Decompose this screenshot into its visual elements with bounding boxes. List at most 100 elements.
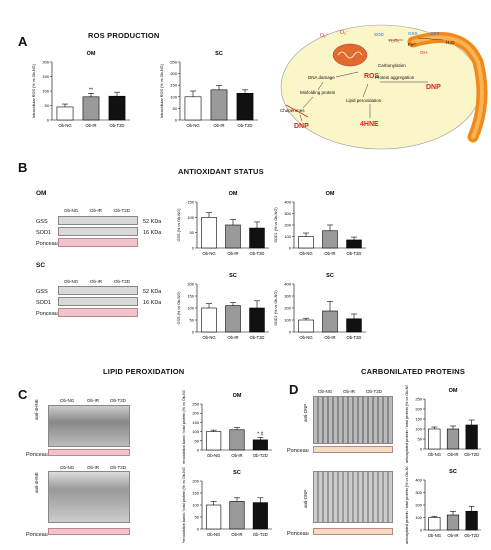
- y-tick-label: 200: [187, 282, 194, 287]
- bar: [346, 239, 362, 249]
- y-tick-label: 200: [415, 407, 422, 412]
- bar: [252, 439, 268, 451]
- x-tick-label: Ob-T2D: [253, 532, 268, 537]
- diagram-sod: SOD: [374, 32, 385, 37]
- blot-b-om-sod1-label: SOD1: [36, 230, 51, 236]
- x-tick-label: Ob-NG: [207, 453, 220, 458]
- blot-d-om-lane1: Ob-NG: [318, 389, 333, 394]
- blot-b-sc-ponceau: [58, 308, 138, 317]
- mitochondrion-icon: [332, 43, 368, 67]
- y-tick-label: 400: [415, 478, 422, 483]
- y-tick-label: 100: [187, 306, 194, 311]
- bar: [428, 517, 441, 531]
- blot-b-sc-lane1: Ob-NG: [64, 279, 79, 284]
- y-tick-label: 50: [195, 438, 200, 443]
- y-tick-label: 300: [415, 490, 422, 495]
- bar: [446, 428, 460, 450]
- y-tick-label: 200: [284, 306, 291, 311]
- diagram-carbonylation: Carbonylation: [378, 63, 406, 68]
- bar: [298, 236, 314, 249]
- blot-b-om-gss-label: GSS: [36, 219, 48, 225]
- y-tick-label: 0: [197, 527, 200, 532]
- chart-title: OM: [233, 393, 242, 399]
- chart-title: OM: [87, 51, 96, 57]
- blot-d-om-ponceau: [313, 446, 393, 453]
- blot-d-sc: [313, 471, 393, 523]
- y-tick-label: 200: [415, 503, 422, 508]
- blot-c-sc-ponceau: [48, 528, 130, 535]
- y-axis-label: GSS (% vs Ob-NG): [177, 291, 181, 325]
- blot-d-om: [313, 396, 393, 444]
- x-tick-label: Ob-IR: [324, 251, 335, 256]
- x-tick-label: Ob-NG: [299, 335, 312, 340]
- x-tick-label: Ob-IR: [447, 533, 458, 538]
- blot-b-om-lane3: Ob-T2D: [114, 208, 131, 213]
- x-tick-label: Ob-T2D: [347, 251, 362, 256]
- bar: [465, 510, 478, 531]
- panel-title-d: CARBONILATED PROTEINS: [361, 367, 466, 376]
- blot-b-sc-ponceau-label: Ponceau: [36, 311, 58, 317]
- y-tick-label: 100: [415, 515, 422, 520]
- chart-title: SC: [229, 273, 237, 279]
- blot-c-sc: [48, 471, 130, 523]
- y-axis-label: Intracellular ROS (% vs Ob-NG): [160, 63, 164, 118]
- chart-title: SC: [215, 51, 223, 57]
- bar: [322, 230, 338, 249]
- panel-title-a: ROS PRODUCTION: [88, 31, 160, 40]
- x-tick-label: Ob-IR: [213, 123, 224, 128]
- panel-letter-c: C: [18, 387, 28, 402]
- y-axis-label: Carbonylated protein / total protein (% …: [405, 385, 409, 463]
- y-tick-label: 0: [289, 246, 292, 251]
- bar: [252, 502, 268, 530]
- blot-b-om-lane2: Ob-IR: [90, 208, 103, 213]
- blot-c-om-antibody: anti-4HNE: [34, 399, 39, 420]
- blot-d-om-ponceau-label: Ponceau: [287, 448, 309, 454]
- y-tick-label: 300: [284, 211, 291, 216]
- bar: [210, 89, 228, 121]
- y-tick-label: 100: [192, 503, 199, 508]
- x-tick-label: Ob-T2D: [253, 453, 268, 458]
- blot-c-sc-ponceau-label: Ponceau: [26, 532, 48, 538]
- blot-d-om-lane3: Ob-T2D: [366, 389, 383, 394]
- bar: [201, 217, 217, 249]
- diagram-oh: OH·: [420, 50, 428, 55]
- blot-b-om-sod1: [58, 227, 138, 236]
- y-axis-label: Carbonylated protein / total protein (% …: [405, 466, 409, 544]
- blot-b-sc-sod1-kda: 16 KDa: [143, 300, 162, 306]
- bar: [428, 428, 441, 450]
- diagram-h2o2: H₂O₂: [389, 38, 399, 43]
- x-tick-label: Ob-NG: [202, 251, 215, 256]
- blot-c-om-ponceau-label: Ponceau: [26, 452, 48, 458]
- bar: [82, 96, 100, 121]
- y-tick-label: 300: [284, 294, 291, 299]
- y-tick-label: 0: [420, 528, 423, 533]
- bar: [184, 96, 202, 121]
- panel-letter-b: B: [18, 160, 28, 175]
- x-tick-label: Ob-T2D: [250, 335, 265, 340]
- y-tick-label: 150: [187, 294, 194, 299]
- x-tick-label: Ob-T2D: [238, 123, 253, 128]
- y-tick-label: 250: [415, 397, 422, 402]
- blot-b-om-gss-kda: 52 KDa: [143, 219, 162, 225]
- blot-b-sc-lane2: Ob-IR: [90, 279, 103, 284]
- x-tick-label: Ob-IR: [227, 335, 238, 340]
- y-tick-label: 0: [192, 246, 195, 251]
- y-tick-label: 100: [284, 234, 291, 239]
- bar: [225, 224, 241, 249]
- x-tick-label: Ob-IR: [231, 532, 242, 537]
- y-tick-label: 150: [187, 200, 194, 205]
- blot-b-om-ponceau-label: Ponceau: [36, 241, 58, 247]
- bar: [446, 514, 460, 531]
- blot-b-om-gss: [58, 216, 138, 225]
- chart-title: OM: [449, 388, 458, 394]
- x-tick-label: Ob-IR: [447, 452, 458, 457]
- diagram-chaperones: Chaperones: [280, 108, 305, 113]
- blot-b-om-sod1-kda: 16 KDa: [143, 230, 162, 236]
- blot-b-sc-sod1-label: SOD1: [36, 300, 51, 306]
- bar: [201, 307, 217, 333]
